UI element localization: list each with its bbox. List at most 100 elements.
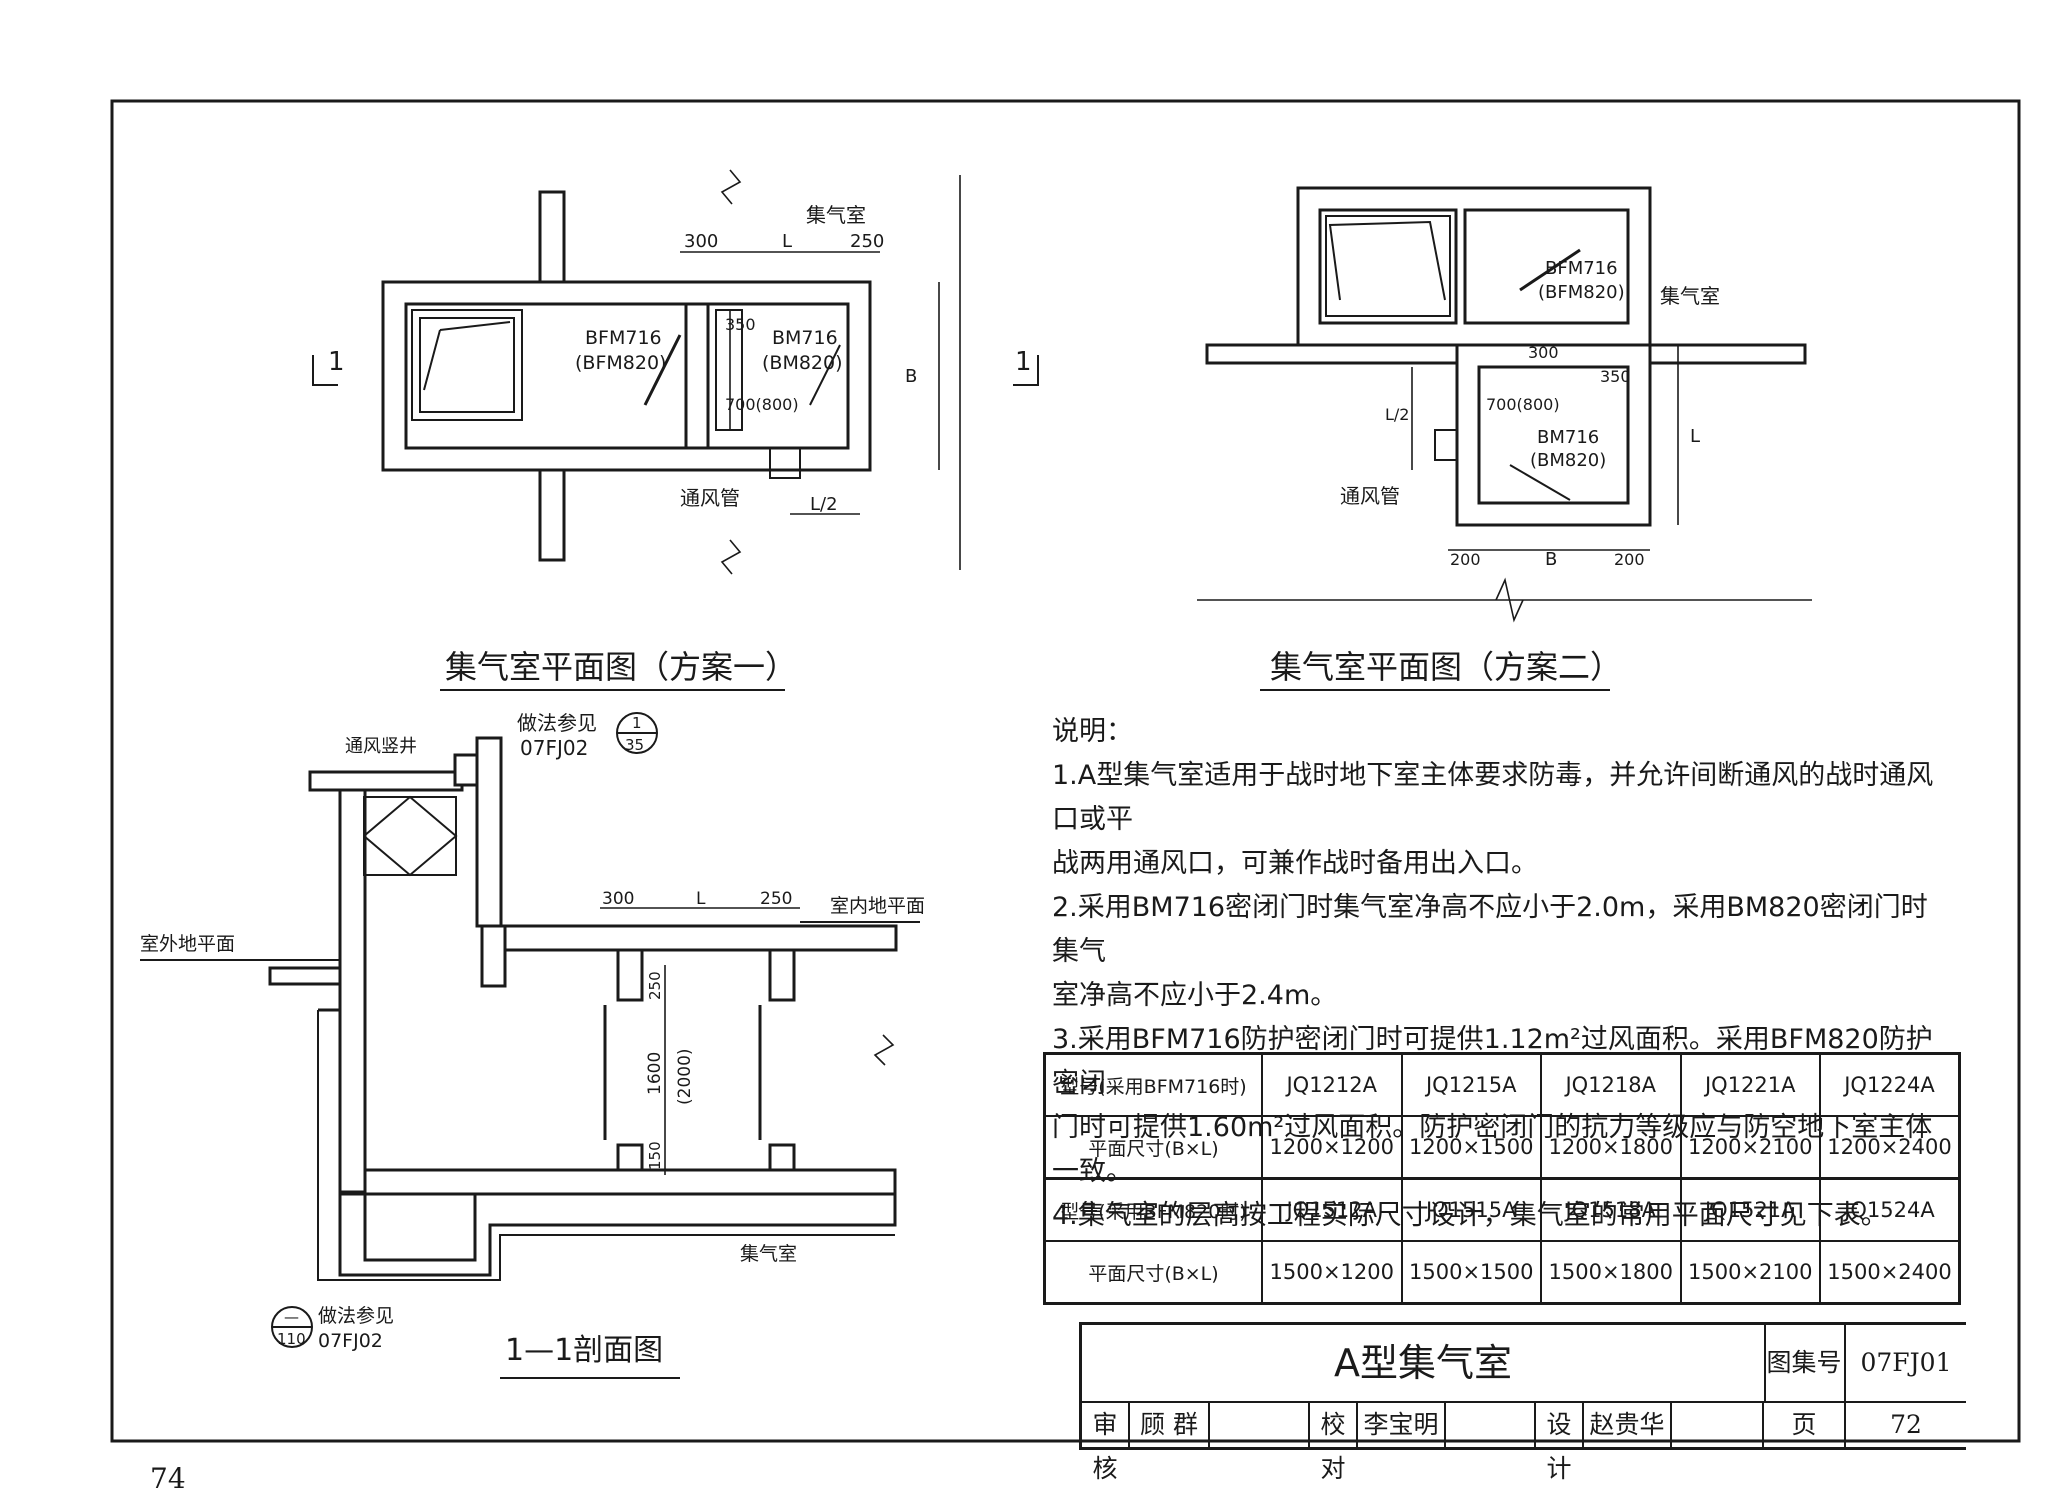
section-ref-bot-num: — <box>284 1308 299 1326</box>
plan1-door-inner: BM716 <box>772 327 838 349</box>
note-line: 1.A型集气室适用于战时地下室主体要求防毒，并允许间断通风的战时通风口或平 <box>1052 760 1934 835</box>
plan1-section-mark-right: 1 <box>1015 347 1032 377</box>
plan2-dim-200-right: 200 <box>1614 550 1645 569</box>
plan1-section-mark-left: 1 <box>328 347 345 377</box>
drawing-title: A型集气室 <box>1082 1325 1766 1403</box>
table-row: 型号(采用BFM716时) JQ1212A JQ1215A JQ1218A JQ… <box>1043 1052 1961 1117</box>
table-cell: JQ1218A <box>1540 1052 1682 1117</box>
plan2-dim-350: 350 <box>1600 367 1631 386</box>
plan2-title: 集气室平面图（方案二） <box>1270 648 1622 686</box>
plan2-door-outer-alt: (BFM820) <box>1538 282 1625 303</box>
dimension-table: 型号(采用BFM716时) JQ1212A JQ1215A JQ1218A JQ… <box>1043 1052 1961 1305</box>
review-label: 审核 <box>1082 1403 1130 1483</box>
section-ref-top-code: 07FJ02 <box>520 736 588 760</box>
table-cell: 1500×1800 <box>1540 1240 1682 1305</box>
table-cell: 1200×2100 <box>1679 1115 1821 1180</box>
section-dim-1600: 1600 <box>645 1052 665 1095</box>
section-title: 1—1剖面图 <box>505 1333 663 1368</box>
section-dim-250: 250 <box>760 889 792 909</box>
section-dim-250-v: 250 <box>646 971 664 1000</box>
plan1-door-inner-alt: (BM820) <box>762 352 843 374</box>
table-row: 平面尺寸(B×L) 1500×1200 1500×1500 1500×1800 … <box>1043 1240 1961 1305</box>
plan-scheme-2: 集气室 BFM716 (BFM820) BM716 (BM820) 通风管 30… <box>1197 186 1812 691</box>
reviewer-name: 顾 群 <box>1130 1403 1210 1447</box>
plan1-dim-250: 250 <box>850 231 884 252</box>
atlas-label: 图集号 <box>1764 1325 1846 1403</box>
table-cell: 平面尺寸(B×L) <box>1043 1240 1263 1305</box>
section-room-label: 集气室 <box>740 1243 797 1265</box>
plan2-dim-700: 700(800) <box>1486 395 1560 414</box>
note-line: 室净高不应小于2.4m。 <box>1052 980 1338 1011</box>
plan2-dim-300: 300 <box>1528 343 1559 362</box>
plan1-duct-label: 通风管 <box>680 486 740 510</box>
table-cell: 型号(采用BFM716时) <box>1043 1052 1263 1117</box>
plan2-door-inner-alt: (BM820) <box>1530 450 1606 471</box>
plan-scheme-1: 集气室 BFM716 (BFM820) BM716 (BM820) 通风管 1 … <box>312 169 1039 691</box>
table-row: 平面尺寸(B×L) 1200×1200 1200×1500 1200×1800 … <box>1043 1115 1961 1180</box>
table-cell: JQ1224A <box>1819 1052 1961 1117</box>
table-cell: 1200×2400 <box>1819 1115 1961 1180</box>
table-cell: JQ1512A <box>1261 1177 1403 1242</box>
plan1-dim-300: 300 <box>684 231 718 252</box>
table-cell: 1200×1800 <box>1540 1115 1682 1180</box>
page-number: 74 <box>150 1462 186 1495</box>
page-label: 页 <box>1764 1403 1846 1447</box>
section-dim-300: 300 <box>602 889 634 909</box>
plan1-room-label: 集气室 <box>806 203 866 227</box>
plan1-door-outer: BFM716 <box>585 327 662 349</box>
plan1-dim-L: L <box>782 231 792 252</box>
plan2-door-outer: BFM716 <box>1545 258 1618 279</box>
checker-signature <box>1446 1403 1536 1447</box>
note-line: 2.采用BM716密闭门时集气室净高不应小于2.0m，采用BM820密闭门时集气 <box>1052 892 1928 967</box>
table-cell: 平面尺寸(B×L) <box>1043 1115 1263 1180</box>
table-cell: 型号(采用BFM820时) <box>1043 1177 1263 1242</box>
table-cell: 1500×2100 <box>1679 1240 1821 1305</box>
design-label: 设计 <box>1536 1403 1584 1483</box>
note-line: 战两用通风口，可兼作战时备用出入口。 <box>1052 848 1538 879</box>
plan2-dim-L: L <box>1690 426 1700 447</box>
plan1-dim-700: 700(800) <box>725 395 799 414</box>
table-cell: 1200×1200 <box>1261 1115 1403 1180</box>
table-cell: JQ1521A <box>1679 1177 1821 1242</box>
section-dim-150: 150 <box>646 1141 664 1170</box>
sheet-frame <box>110 99 2021 1443</box>
designer-signature <box>1672 1403 1764 1447</box>
check-label: 校对 <box>1310 1403 1358 1483</box>
section-ref-bot-code: 07FJ02 <box>318 1330 383 1352</box>
section-dim-2000: (2000) <box>675 1048 695 1105</box>
designer-name: 赵贵华 <box>1584 1403 1672 1447</box>
table-row: 型号(采用BFM820时) JQ1512A JQ1515A JQ1518A JQ… <box>1043 1177 1961 1242</box>
atlas-number: 07FJ01 <box>1846 1325 1966 1403</box>
section-ref-top: 做法参见 <box>517 711 597 735</box>
notes-heading: 说明： <box>1052 716 1133 747</box>
plan2-room-label: 集气室 <box>1660 284 1720 308</box>
plan1-dim-B: B <box>905 366 917 387</box>
sheet-page-number: 72 <box>1890 1410 1922 1439</box>
plan1-dim-350: 350 <box>725 315 756 334</box>
plan1-door-outer-alt: (BFM820) <box>575 352 666 374</box>
plan2-dim-B: B <box>1545 549 1557 570</box>
plan2-duct-label: 通风管 <box>1340 484 1400 508</box>
table-cell: JQ1212A <box>1261 1052 1403 1117</box>
plan2-dim-L2: L/2 <box>1385 405 1409 424</box>
section-1-1: 通风竖井 做法参见 07FJ02 1 35 室外地平面 室内地平面 集气室 30… <box>140 711 925 1379</box>
section-indoor-label: 室内地平面 <box>830 895 925 917</box>
table-cell: 1500×1500 <box>1400 1240 1542 1305</box>
table-cell: 1500×2400 <box>1819 1240 1961 1305</box>
table-cell: JQ1215A <box>1400 1052 1542 1117</box>
table-cell: 1200×1500 <box>1400 1115 1542 1180</box>
plan1-title: 集气室平面图（方案一） <box>445 648 797 686</box>
section-dim-L: L <box>696 889 706 909</box>
title-block: A型集气室 图集号 07FJ01 审核 顾 群 校对 李宝明 设计 赵贵华 页 … <box>1079 1322 1966 1483</box>
section-ref-top-den: 35 <box>625 736 644 754</box>
section-outdoor-label: 室外地平面 <box>140 933 235 955</box>
plan2-dim-200-left: 200 <box>1450 550 1481 569</box>
plan1-dim-L2: L/2 <box>810 494 838 515</box>
reviewer-signature <box>1210 1403 1310 1447</box>
table-cell: 1500×1200 <box>1261 1240 1403 1305</box>
plan2-door-inner: BM716 <box>1537 427 1599 448</box>
table-cell: JQ1524A <box>1819 1177 1961 1242</box>
section-ref-bot-den: 110 <box>277 1330 306 1348</box>
checker-name: 李宝明 <box>1358 1403 1446 1447</box>
table-cell: JQ1221A <box>1679 1052 1821 1117</box>
